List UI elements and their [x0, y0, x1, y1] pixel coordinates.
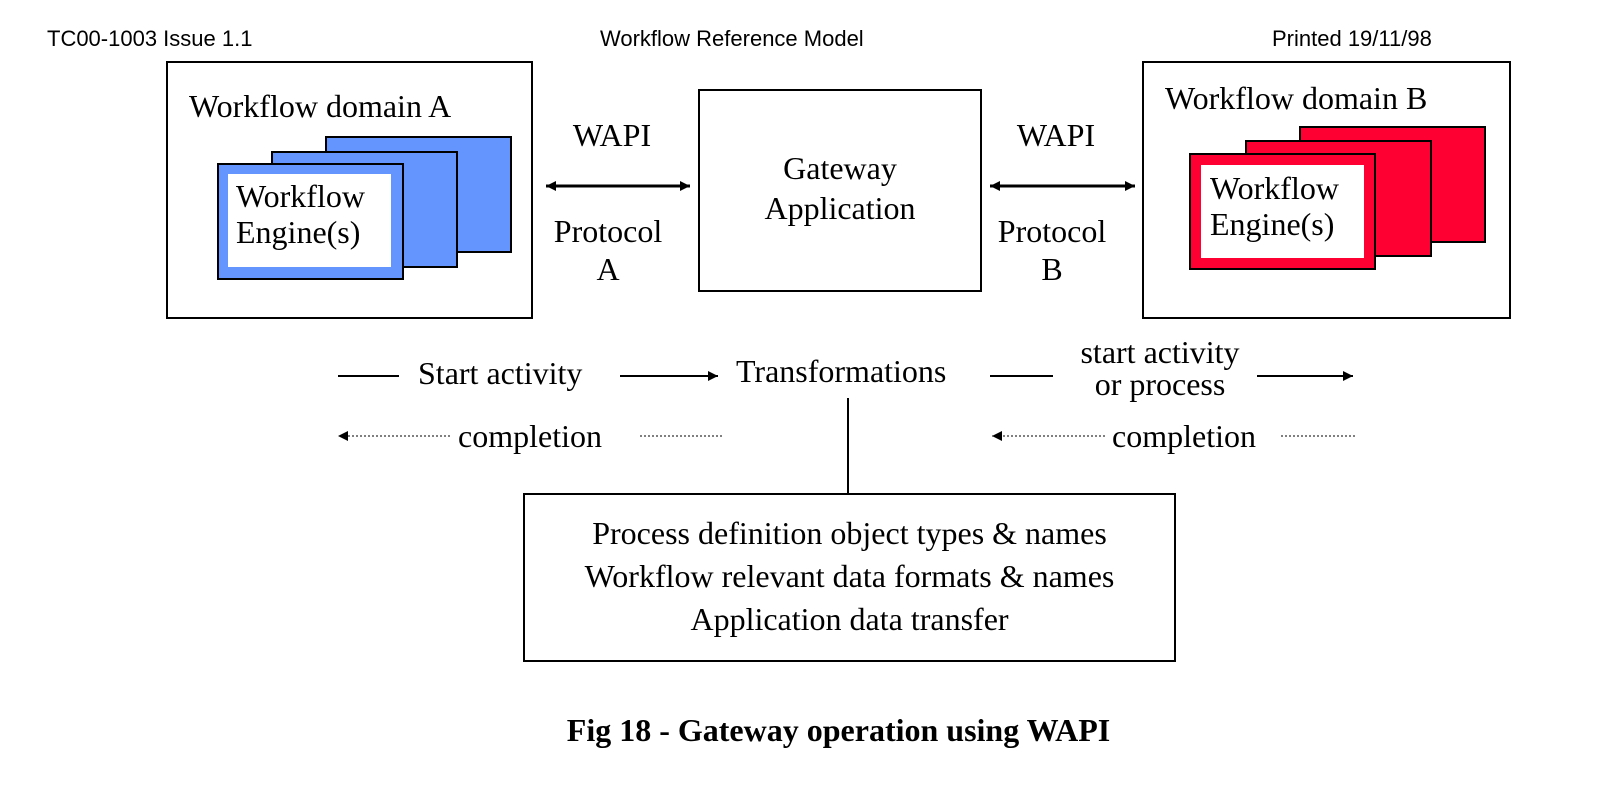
- start-process-label: start activity or process: [1055, 336, 1265, 400]
- engine-label-a: Workflow Engine(s): [236, 178, 365, 250]
- protocol-b-letter: B: [1041, 251, 1063, 287]
- completion-label-right: completion: [1112, 418, 1256, 454]
- engine-label-panel-b: [1201, 165, 1364, 258]
- engine-b-line2: Engine(s): [1210, 206, 1335, 242]
- engine-stack-b: [1189, 126, 1486, 270]
- start-activity-label: Start activity: [418, 355, 583, 391]
- gateway-application-box: [698, 89, 982, 292]
- transformations-detail-box: [523, 493, 1176, 662]
- transform-item-3: Application data transfer: [690, 601, 1009, 637]
- protocol-label-a: Protocol A: [538, 212, 678, 288]
- protocol-label-b: Protocol B: [982, 212, 1122, 288]
- figure-caption: Fig 18 - Gateway operation using WAPI: [566, 712, 1111, 748]
- gateway-label: Gateway Application: [698, 148, 982, 228]
- start-process-line1: start activity: [1080, 334, 1240, 370]
- transform-item-1: Process definition object types & names: [592, 515, 1107, 551]
- protocol-a-word: Protocol: [553, 213, 663, 249]
- completion-label-left: completion: [458, 418, 602, 454]
- engine-b-line1: Workflow: [1210, 170, 1339, 206]
- transform-item-2: Workflow relevant data formats & names: [584, 558, 1115, 594]
- engine-stack-a: [217, 136, 512, 280]
- transformations-label: Transformations: [736, 353, 947, 389]
- doc-id: TC00-1003 Issue 1.1: [47, 26, 253, 51]
- domain-b-title: Workflow domain B: [1165, 80, 1428, 116]
- engine-a-line1: Workflow: [236, 178, 365, 214]
- wapi-label-a: WAPI: [572, 117, 652, 153]
- doc-title: Workflow Reference Model: [600, 26, 864, 51]
- engine-label-panel-a: [228, 174, 391, 267]
- gateway-line2: Application: [764, 190, 916, 226]
- wapi-label-b: WAPI: [1016, 117, 1096, 153]
- gateway-line1: Gateway: [783, 150, 897, 186]
- engine-a-line2: Engine(s): [236, 214, 361, 250]
- domain-a-title: Workflow domain A: [189, 88, 452, 124]
- start-process-line2: or process: [1094, 366, 1226, 402]
- engine-label-b: Workflow Engine(s): [1210, 170, 1339, 242]
- printed-date: Printed 19/11/98: [1272, 26, 1432, 51]
- transformations-detail-text: Process definition object types & names …: [523, 512, 1176, 641]
- protocol-a-letter: A: [596, 251, 620, 287]
- protocol-b-word: Protocol: [997, 213, 1107, 249]
